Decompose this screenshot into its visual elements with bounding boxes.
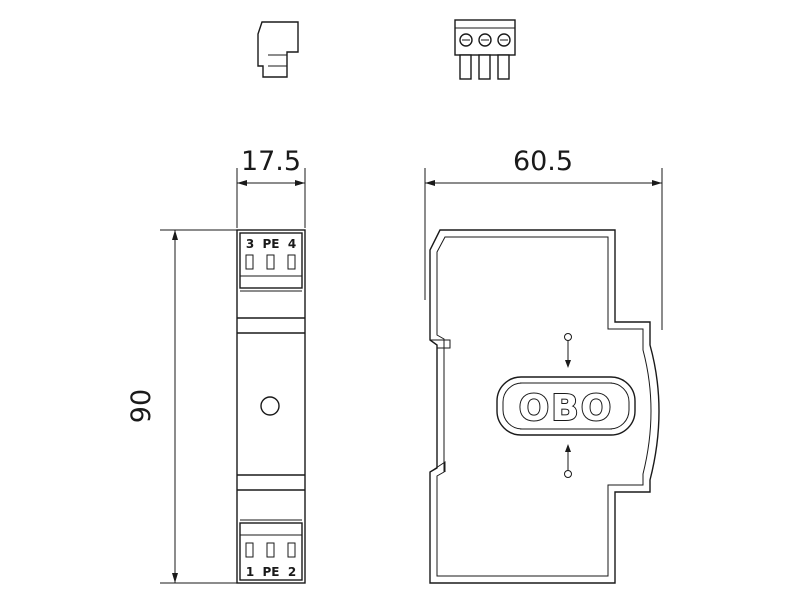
terminal-label-pe-bottom: PE: [263, 565, 280, 579]
front-view-dimension: 60.5: [424, 146, 663, 330]
dimension-width-side: 17.5: [241, 146, 301, 177]
plug-front-detail: [454, 19, 516, 80]
front-view-body: [429, 229, 660, 584]
side-view-dimension: 17.5: [236, 146, 306, 228]
terminal-label-1: 1: [246, 565, 254, 579]
terminal-label-4: 4: [288, 237, 296, 251]
dimension-width-front: 60.5: [513, 146, 573, 177]
dimension-height: 90: [126, 389, 157, 423]
obo-logo-text: OBO: [519, 388, 614, 429]
status-indicator: [260, 396, 280, 416]
height-dimension: 90: [126, 229, 237, 584]
side-view-body: [236, 229, 306, 584]
terminal-label-pe-top: PE: [263, 237, 280, 251]
terminal-label-3: 3: [246, 237, 254, 251]
terminal-label-2: 2: [288, 565, 296, 579]
top-terminal-labels: 3 PE 4: [245, 237, 296, 270]
obo-logo-plate: OBO: [496, 376, 636, 436]
bottom-terminal-labels: 1 PE 2: [245, 542, 296, 579]
plug-side-detail: [257, 21, 299, 78]
release-arrows: [564, 333, 572, 478]
